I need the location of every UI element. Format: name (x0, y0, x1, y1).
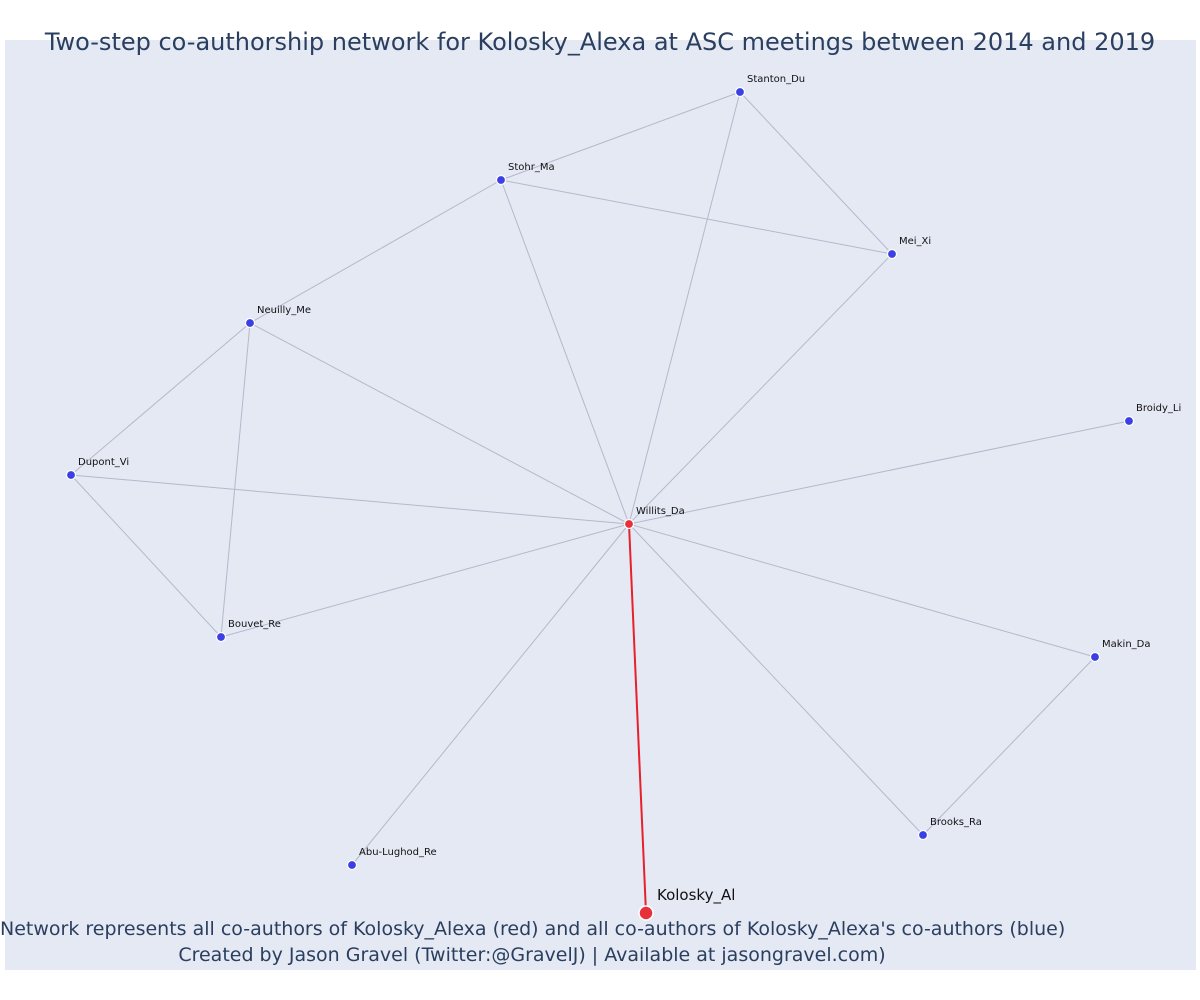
edge-willits-da-bouvet-re (220, 523, 630, 638)
edge-willits-da-makin-da (628, 523, 1096, 658)
edge-willits-da-neuilly-me (249, 322, 630, 525)
node-label-broidy-li: Broidy_Li (1136, 403, 1181, 414)
node-bouvet-re[interactable] (215, 631, 227, 643)
edge-willits-da-stanton-du (628, 91, 741, 525)
edge-willits-da-mei-xi (628, 253, 893, 525)
node-brooks-ra[interactable] (917, 829, 929, 841)
focal-edge-kolosky-al-willits-da (628, 523, 647, 914)
edge-neuilly-me-dupont-vi (70, 322, 251, 476)
node-abu-lughod-re[interactable] (346, 859, 358, 871)
edge-makin-da-brooks-ra (922, 656, 1096, 836)
edge-stanton-du-mei-xi (739, 91, 893, 255)
edge-dupont-vi-bouvet-re (70, 474, 222, 638)
edge-willits-da-dupont-vi (70, 474, 630, 525)
edge-willits-da-stohr-ma (500, 179, 630, 525)
node-label-willits-da: Willits_Da (636, 506, 685, 517)
node-label-mei-xi: Mei_Xi (899, 236, 931, 247)
chart-title: Two-step co-authorship network for Kolos… (44, 28, 1156, 56)
node-label-neuilly-me: Neuilly_Me (257, 305, 311, 316)
edge-stohr-ma-neuilly-me (249, 179, 502, 324)
caption-credit: Created by Jason Gravel (Twitter:@Gravel… (178, 944, 886, 966)
node-mei-xi[interactable] (886, 248, 898, 260)
node-stohr-ma[interactable] (495, 174, 507, 186)
node-label-dupont-vi: Dupont_Vi (78, 457, 129, 468)
caption-legend-note: Network represents all co-authors of Kol… (0, 918, 1066, 940)
node-stanton-du[interactable] (734, 86, 746, 98)
node-broidy-li[interactable] (1123, 415, 1135, 427)
node-label-abu-lughod-re: Abu-Lughod_Re (359, 847, 437, 858)
labels-layer: Kolosky_Al Willits_Da Stanton_DuStohr_MaMe… (78, 74, 1181, 905)
edge-willits-da-broidy-li (628, 420, 1130, 525)
edge-willits-da-brooks-ra (628, 523, 924, 836)
node-label-bouvet-re: Bouvet_Re (228, 619, 281, 630)
node-label-brooks-ra: Brooks_Ra (930, 817, 982, 828)
node-label-stohr-ma: Stohr_Ma (508, 162, 555, 173)
plot-background (5, 40, 1196, 970)
node-dupont-vi[interactable] (65, 469, 77, 481)
node-makin-da[interactable] (1089, 651, 1101, 663)
node-label-kolosky-al: Kolosky_Al (657, 886, 735, 905)
edge-stanton-du-stohr-ma (500, 91, 741, 181)
node-label-makin-da: Makin_Da (1102, 639, 1151, 650)
node-label-stanton-du: Stanton_Du (747, 74, 805, 85)
edge-neuilly-me-bouvet-re (220, 322, 251, 638)
nodes-layer (65, 86, 1135, 921)
edge-stohr-ma-mei-xi (500, 179, 893, 255)
node-neuilly-me[interactable] (244, 317, 256, 329)
node-kolosky-al[interactable] (638, 905, 654, 921)
edges-layer (70, 91, 1130, 914)
node-willits-da[interactable] (623, 518, 635, 530)
edge-willits-da-abu-lughod-re (351, 523, 630, 866)
